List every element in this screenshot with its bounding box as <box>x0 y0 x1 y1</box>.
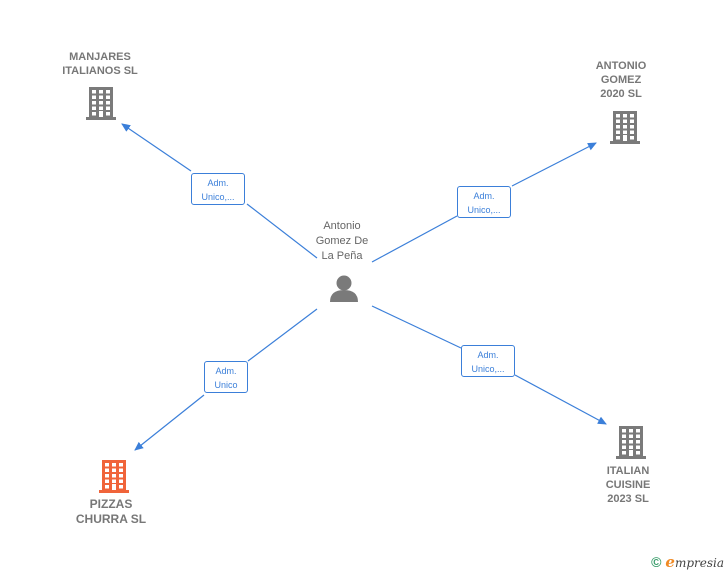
company-label-pizzas-churra[interactable]: PIZZAS CHURRA SL <box>56 497 166 527</box>
company-name-line: ANTONIO <box>595 60 647 72</box>
relation-edge-antonio2020 <box>371 215 458 263</box>
company-label-antonio-gomez-2020[interactable]: ANTONIO GOMEZ 2020 SL <box>571 59 671 101</box>
company-name-line: MANJARES <box>69 51 131 63</box>
relation-label-line: Adm. <box>207 178 229 188</box>
building-icon-antonio2020[interactable] <box>610 111 640 144</box>
relation-box-manjares[interactable]: Adm. Unico,... <box>191 173 245 205</box>
person-name-line: Antonio <box>323 220 361 232</box>
company-name-line: ITALIAN <box>606 465 650 477</box>
person-name[interactable]: Antonio Gomez De La Peña <box>296 219 388 264</box>
relation-label-line: Unico,... <box>467 205 501 215</box>
building-icon-italian[interactable] <box>616 426 646 459</box>
relation-edge-manjares <box>121 123 192 172</box>
company-name-line: 2020 SL <box>600 88 642 100</box>
relation-edge-manjares <box>246 203 318 259</box>
relation-edge-italian <box>514 374 607 425</box>
company-name-line: ITALIANOS SL <box>62 65 138 77</box>
relation-box-pizzas-churra[interactable]: Adm. Unico <box>204 361 248 393</box>
relation-label-line: Unico,... <box>471 364 505 374</box>
person-name-line: Gomez De <box>315 235 369 247</box>
relation-edge-antonio2020 <box>511 142 597 187</box>
company-label-manjares[interactable]: MANJARES ITALIANOS SL <box>40 50 160 78</box>
company-label-italian-cuisine[interactable]: ITALIAN CUISINE 2023 SL <box>578 464 678 506</box>
footer-brand: © empresia <box>651 553 724 571</box>
relation-edge-italian <box>371 305 462 349</box>
relation-edge-pizzas <box>247 308 318 362</box>
relation-edge-pizzas <box>134 394 205 451</box>
company-name-line: CHURRA SL <box>75 512 147 526</box>
person-icon[interactable] <box>330 275 358 303</box>
company-name-line: CUISINE <box>605 479 651 491</box>
company-name-line: GOMEZ <box>600 74 642 86</box>
relation-box-italian-cuisine[interactable]: Adm. Unico,... <box>461 345 515 377</box>
building-icon-manjares[interactable] <box>86 87 116 120</box>
relation-label-line: Adm. <box>473 191 495 201</box>
building-icon-pizzas[interactable] <box>99 460 129 493</box>
copyright-icon: © <box>651 554 662 570</box>
relation-label-line: Unico,... <box>201 192 235 202</box>
relation-label-line: Unico <box>214 380 238 390</box>
company-name-line: 2023 SL <box>607 493 649 505</box>
relation-label-line: Adm. <box>477 350 499 360</box>
company-name-line: PIZZAS <box>89 497 133 511</box>
relation-box-antonio-gomez-2020[interactable]: Adm. Unico,... <box>457 186 511 218</box>
empresia-logo[interactable]: empresia <box>665 552 724 571</box>
relation-label-line: Adm. <box>215 366 237 376</box>
person-name-line: La Peña <box>321 250 363 262</box>
